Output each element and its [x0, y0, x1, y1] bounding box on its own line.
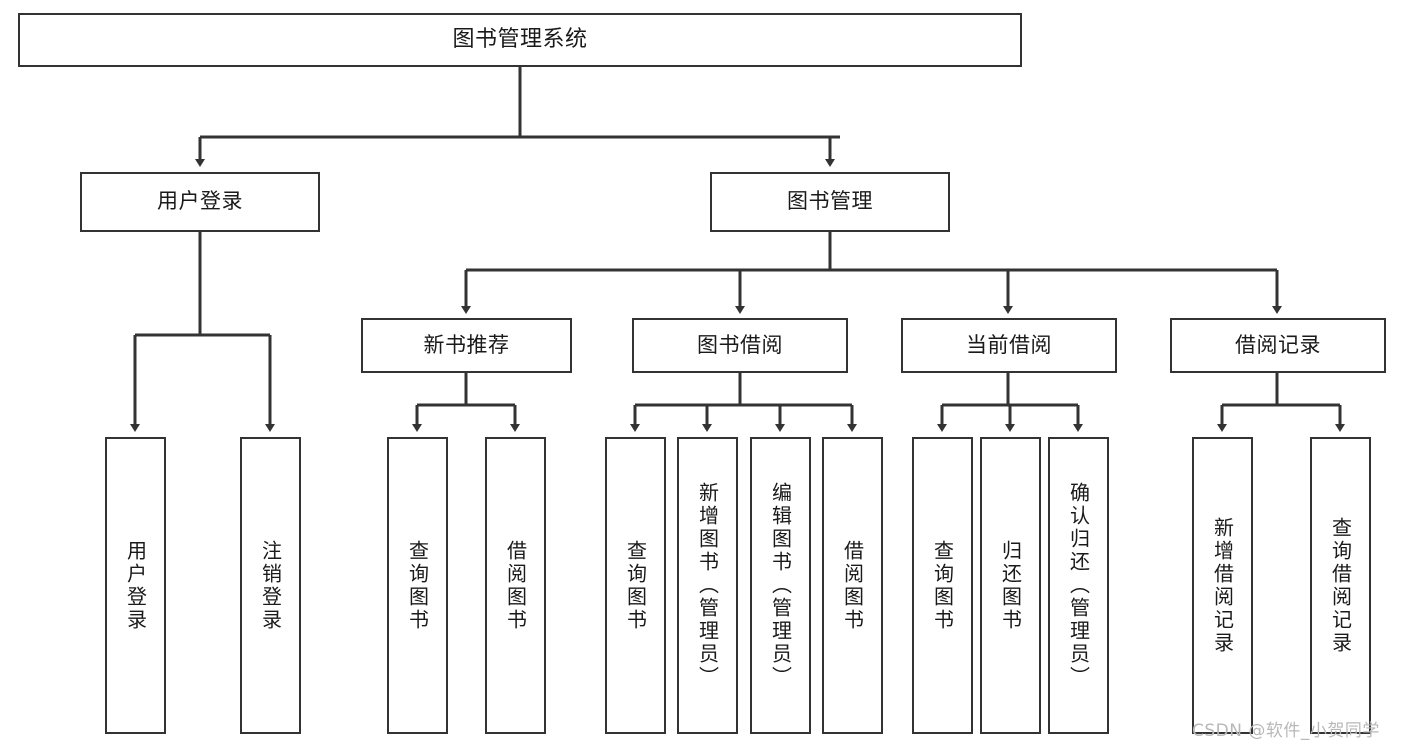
leaf-query-borrow-record[interactable]: 查询借阅记录 [1310, 437, 1371, 734]
node-user-login[interactable]: 用户登录 [80, 172, 320, 232]
leaf-borrow-book[interactable]: 借阅图书 [822, 437, 883, 734]
leaf-user-login[interactable]: 用户登录 [105, 437, 166, 734]
node-label: 查询图书 [930, 539, 955, 632]
node-label: 查询借阅记录 [1328, 516, 1353, 655]
node-label: 注销登录 [258, 539, 283, 632]
node-label: 查询图书 [623, 539, 648, 632]
leaf-add-book-admin[interactable]: 新增图书（管理员） [677, 437, 738, 734]
leaf-query-book-borrow[interactable]: 查询图书 [605, 437, 666, 734]
node-label: 查询图书 [405, 539, 430, 632]
node-label: 新书推荐 [423, 332, 510, 357]
leaf-borrow-book-newbook[interactable]: 借阅图书 [485, 437, 546, 734]
node-borrow-record[interactable]: 借阅记录 [1170, 318, 1386, 373]
node-label: 当前借阅 [966, 332, 1052, 357]
leaf-query-book-newbook[interactable]: 查询图书 [387, 437, 448, 734]
leaf-query-book-current[interactable]: 查询图书 [912, 437, 973, 734]
leaf-logout[interactable]: 注销登录 [240, 437, 301, 734]
leaf-return-book[interactable]: 归还图书 [980, 437, 1041, 734]
leaf-add-borrow-record[interactable]: 新增借阅记录 [1192, 437, 1253, 734]
node-label: 用户登录 [123, 539, 148, 632]
node-label: 图书借阅 [697, 332, 783, 357]
node-current-borrow[interactable]: 当前借阅 [901, 318, 1117, 373]
node-label: 图书管理 [787, 189, 873, 214]
node-label: 借阅图书 [840, 539, 865, 632]
node-label: 新增图书（管理员） [695, 482, 720, 689]
node-label: 归还图书 [998, 539, 1023, 632]
node-book-management[interactable]: 图书管理 [710, 172, 950, 232]
node-book-borrow[interactable]: 图书借阅 [632, 318, 848, 373]
node-label: 用户登录 [157, 189, 243, 214]
node-new-book-recommend[interactable]: 新书推荐 [361, 318, 572, 373]
leaf-edit-book-admin[interactable]: 编辑图书（管理员） [750, 437, 811, 734]
leaf-confirm-return-admin[interactable]: 确认归还（管理员） [1048, 437, 1109, 734]
node-label: 确认归还（管理员） [1066, 482, 1091, 689]
watermark-text: CSDN @软件_小贺同学 [1192, 721, 1380, 741]
node-label: 新增借阅记录 [1210, 516, 1235, 655]
node-label: 借阅记录 [1235, 332, 1321, 357]
node-root-book-management-system[interactable]: 图书管理系统 [18, 13, 1022, 67]
node-label: 编辑图书（管理员） [768, 482, 793, 689]
node-label: 借阅图书 [503, 539, 528, 632]
node-label: 图书管理系统 [452, 26, 588, 52]
